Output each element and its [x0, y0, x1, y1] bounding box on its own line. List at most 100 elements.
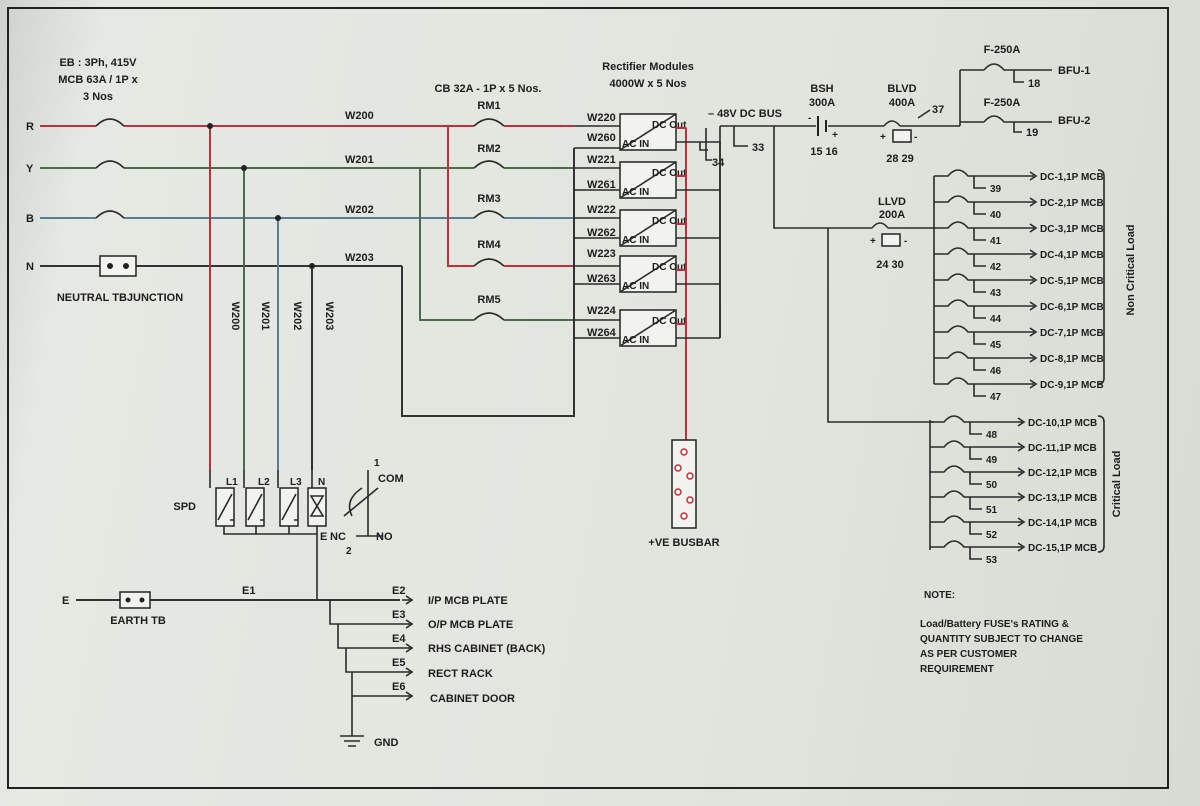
- svg-text:W263: W263: [587, 273, 616, 285]
- svg-text:18: 18: [1028, 78, 1040, 90]
- rm5-feed-wire: [419, 168, 574, 321]
- bfu-1: F-250A 18 BFU-1: [983, 44, 1090, 90]
- noncritical-mcb-num: 46: [990, 366, 1002, 377]
- phase-n-label: N: [26, 261, 34, 273]
- svg-text:400A: 400A: [889, 97, 915, 109]
- critical-title: Critical Load: [1111, 451, 1123, 518]
- rectifier-spec: 4000W x 5 Nos: [609, 78, 686, 90]
- svg-text:W221: W221: [587, 154, 616, 166]
- neutral-to-rect-wires: [574, 147, 620, 339]
- svg-text:+: +: [870, 236, 876, 247]
- critical-mcb-label: DC-15,1P MCB: [1028, 543, 1097, 554]
- dc-bus-tag: 33: [752, 142, 764, 154]
- svg-text:EB : 3Ph, 415V: EB : 3Ph, 415V: [59, 57, 137, 69]
- svg-text:W224: W224: [587, 305, 617, 317]
- rm4-feed-wire: [447, 126, 574, 267]
- svg-text:I/P MCB PLATE: I/P MCB PLATE: [428, 595, 508, 607]
- earth-tb-block: [119, 591, 151, 609]
- bfu-2: F-250A 19 BFU-2: [983, 97, 1090, 139]
- svg-text:37: 37: [932, 104, 944, 116]
- neutral-tb-block: [99, 255, 137, 277]
- noncritical-mcb-num: 44: [990, 314, 1002, 325]
- svg-text:+: +: [832, 130, 838, 141]
- svg-text:W262: W262: [587, 227, 616, 239]
- svg-text:AC IN: AC IN: [622, 235, 649, 246]
- svg-text:+VE BUSBAR: +VE BUSBAR: [648, 537, 719, 549]
- svg-text:E: E: [62, 595, 69, 607]
- noncritical-mcb-label: DC-3,1P MCB: [1040, 224, 1104, 235]
- svg-text:RM4: RM4: [477, 239, 501, 251]
- noncritical-mcb-num: 41: [990, 236, 1002, 247]
- svg-text:E6: E6: [392, 681, 405, 693]
- svg-text:E: E: [320, 531, 327, 543]
- svg-text:W260: W260: [587, 132, 616, 144]
- note-block: NOTE: Load/Battery FUSE's RATING & QUANT…: [920, 590, 1083, 675]
- noncritical-mcb-num: 42: [990, 262, 1002, 273]
- svg-text:O/P MCB PLATE: O/P MCB PLATE: [428, 619, 513, 631]
- svg-text:E2: E2: [392, 585, 405, 597]
- rectifier-module-1: DC Out AC IN: [619, 113, 687, 151]
- svg-text:E5: E5: [392, 657, 405, 669]
- phase-b-label: B: [26, 213, 34, 225]
- svg-text:W264: W264: [587, 327, 617, 339]
- svg-text:F-250A: F-250A: [984, 97, 1021, 109]
- spd-alarm-relay: [343, 470, 382, 537]
- dc-bus-wire: [719, 125, 808, 338]
- svg-text:E3: E3: [392, 609, 405, 621]
- svg-text:RM3: RM3: [477, 193, 500, 205]
- blvd-contactor: BLVD 400A + - 37 28 29: [880, 83, 960, 165]
- noncritical-mcb-num: 40: [990, 210, 1002, 221]
- svg-text:BLVD: BLVD: [887, 83, 916, 95]
- ground-icon: [340, 735, 364, 747]
- rectifier-title: Rectifier Modules: [602, 61, 694, 73]
- svg-text:LLVD: LLVD: [878, 196, 906, 208]
- earth-arrow-4: [402, 667, 414, 677]
- svg-text:W202: W202: [291, 302, 303, 331]
- earth-arrow-2: [402, 619, 414, 629]
- neutral-tb-label: NEUTRAL TBJUNCTION: [57, 292, 183, 304]
- svg-text:BSH: BSH: [810, 83, 833, 95]
- svg-text:RM1: RM1: [477, 100, 500, 112]
- svg-text:NO: NO: [376, 531, 393, 543]
- noncritical-mcb-row: 47 DC-9,1P MCB: [934, 377, 1104, 403]
- rectifier-module-3: DC Out AC IN: [619, 209, 687, 247]
- bsh-switch: BSH 300A - + 15 16: [808, 83, 884, 158]
- critical-feed-wire: [827, 228, 934, 423]
- noncritical-title: Non Critical Load: [1125, 224, 1137, 315]
- svg-text:BFU-2: BFU-2: [1058, 115, 1090, 127]
- svg-text:CABINET DOOR: CABINET DOOR: [430, 693, 515, 705]
- noncritical-mcb-label: DC-9,1P MCB: [1040, 380, 1104, 391]
- svg-text:24 30: 24 30: [876, 259, 904, 271]
- svg-text:REQUIREMENT: REQUIREMENT: [920, 664, 994, 675]
- rectifier-module-2: DC Out AC IN: [619, 161, 687, 199]
- earth-arrow-1: [402, 595, 414, 605]
- positive-busbar: +VE BUSBAR: [648, 439, 720, 549]
- svg-text:AC IN: AC IN: [622, 139, 649, 150]
- critical-mcb-label: DC-12,1P MCB: [1028, 468, 1097, 479]
- noncritical-mcb-num: 47: [990, 392, 1002, 403]
- rm-breakers: RM1 RM2 RM3 RM4 RM5: [473, 100, 505, 321]
- svg-text:W203: W203: [323, 302, 335, 331]
- llvd-contactor: LLVD 200A + - 24 30: [870, 196, 907, 271]
- svg-text:AC IN: AC IN: [622, 281, 649, 292]
- phase-r-label: R: [26, 121, 34, 133]
- svg-text:W223: W223: [587, 248, 616, 260]
- critical-mcb-label: DC-11,1P MCB: [1028, 443, 1097, 454]
- negative-output-wires: [676, 128, 721, 339]
- critical-mcb-num: 53: [986, 555, 998, 566]
- svg-text:E4: E4: [392, 633, 406, 645]
- rectifier-tag: 34: [712, 157, 725, 169]
- noncritical-mcb-row: 46 DC-8,1P MCB: [934, 351, 1104, 377]
- supply-spec: EB : 3Ph, 415V MCB 63A / 1P x 3 Nos: [58, 57, 138, 103]
- earth-arrow-3: [402, 643, 414, 653]
- diagram-frame: [7, 7, 1169, 789]
- noncritical-mcb-row: 41 DC-3,1P MCB: [934, 221, 1104, 247]
- noncritical-mcb-label: DC-8,1P MCB: [1040, 354, 1104, 365]
- neutral-return-wire: [401, 148, 575, 417]
